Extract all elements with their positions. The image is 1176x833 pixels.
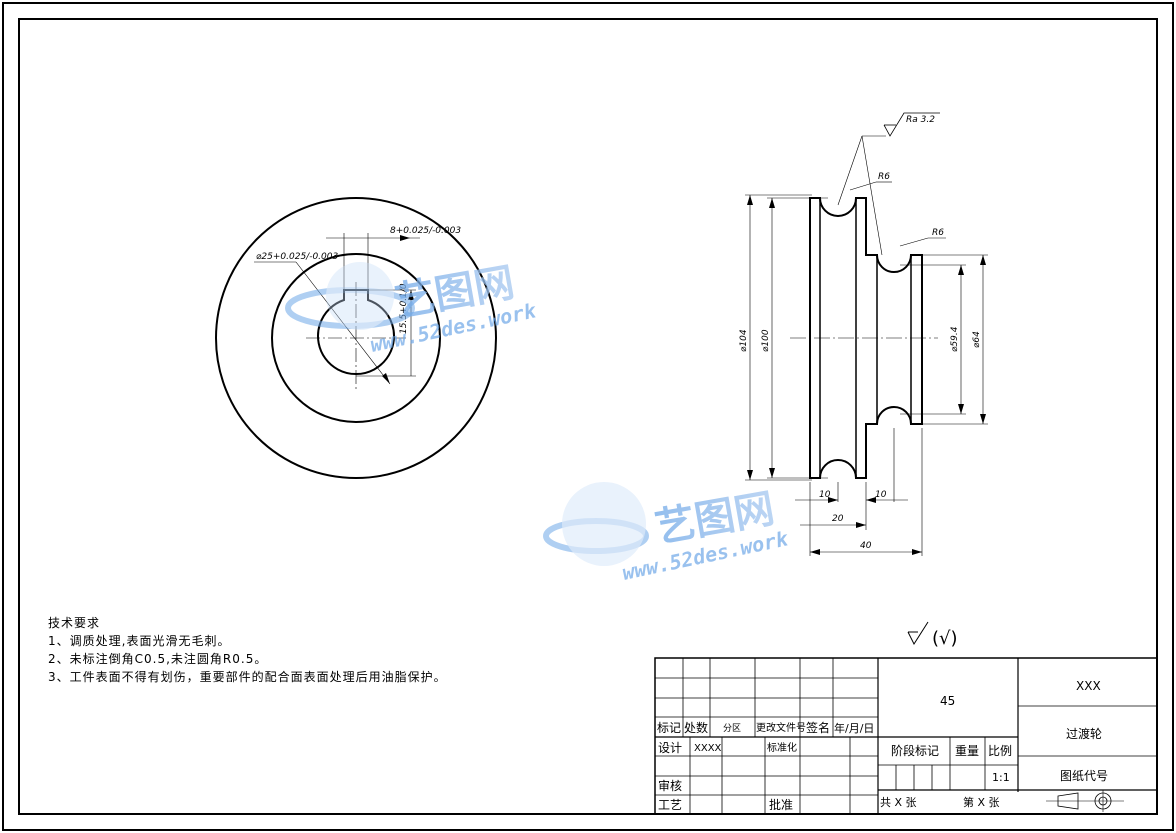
dim-10-right-text: 10	[875, 490, 887, 500]
dim-20-text: 20	[832, 514, 844, 524]
scale-label: 比例	[988, 744, 1012, 758]
sheet-number: 第 X 张	[963, 795, 1000, 809]
general-roughness-mark	[907, 621, 929, 646]
technical-requirements: 技术要求 1、调质处理,表面光滑无毛刺。 2、未标注倒角C0.5,未注圆角R0.…	[48, 614, 447, 686]
drawing-code-label: 图纸代号	[1060, 769, 1108, 783]
stage-mark-label: 阶段标记	[891, 743, 939, 758]
tech-req-item-1: 1、调质处理,表面光滑无毛刺。	[48, 634, 231, 648]
part-name: 过渡轮	[1066, 726, 1102, 741]
header-count: 处数	[684, 720, 708, 735]
header-signature: 签名	[806, 720, 830, 735]
tech-req-item-2: 2、未标注倒角C0.5,未注圆角R0.5。	[48, 652, 268, 666]
total-sheets: 共 X 张	[880, 796, 917, 809]
header-mark: 标记	[657, 721, 681, 735]
roughness-symbol	[883, 112, 940, 137]
arrowheads	[382, 195, 986, 555]
dim-100-text: ⌀100	[761, 329, 771, 352]
material-value: 45	[940, 694, 955, 708]
keyway-width-dim-text: 8+0.025/-0.003	[390, 226, 461, 236]
bore-dim-text: ⌀25+0.025/-0.003	[256, 252, 338, 262]
header-zone: 分区	[723, 723, 741, 734]
tech-req-item-3: 3、工件表面不得有划伤，重要部件的配合面表面处理后用油脂保护。	[48, 670, 447, 684]
tech-req-title: 技术要求	[48, 616, 101, 630]
roughness-text: Ra 3.2	[906, 115, 935, 125]
inner-frame	[18, 18, 1158, 815]
header-date: 年/月/日	[834, 721, 874, 735]
standardization-label: 标准化	[767, 741, 797, 754]
design-label: 设计	[658, 741, 682, 755]
dim-104-text: ⌀104	[739, 329, 749, 352]
watermark-2	[543, 482, 649, 566]
general-roughness-text: (√)	[932, 628, 958, 649]
scale-value: 1:1	[992, 771, 1010, 784]
dim-64-text: ⌀64	[972, 331, 982, 348]
projection-cone-icon	[1057, 792, 1079, 810]
process-label: 工艺	[658, 798, 682, 812]
review-label: 审核	[658, 778, 682, 793]
hub-circle	[271, 253, 441, 423]
dim-59-text: ⌀59.4	[950, 326, 960, 352]
approve-label: 批准	[769, 797, 793, 812]
title-block-grid	[654, 657, 1158, 815]
dim-40-text: 40	[860, 541, 872, 551]
title-block-text: 标记 处数 分区 更改文件号 签名 年/月/日 设计 XXXX 标准化 审核 工…	[657, 679, 1108, 812]
watermark-1	[285, 262, 415, 330]
outer-circle	[215, 197, 497, 479]
front-view	[215, 197, 497, 479]
dim-10-left-text: 10	[819, 490, 831, 500]
designer-value: XXXX	[694, 743, 722, 754]
keyway-depth-dim-text: 15.5+0.1/0	[399, 283, 409, 334]
r6-top-text: R6	[878, 172, 890, 182]
r6-hub-text: R6	[932, 228, 944, 238]
company-value: XXX	[1076, 679, 1101, 693]
header-change-doc: 更改文件号	[756, 721, 806, 734]
weight-label: 重量	[955, 744, 979, 758]
